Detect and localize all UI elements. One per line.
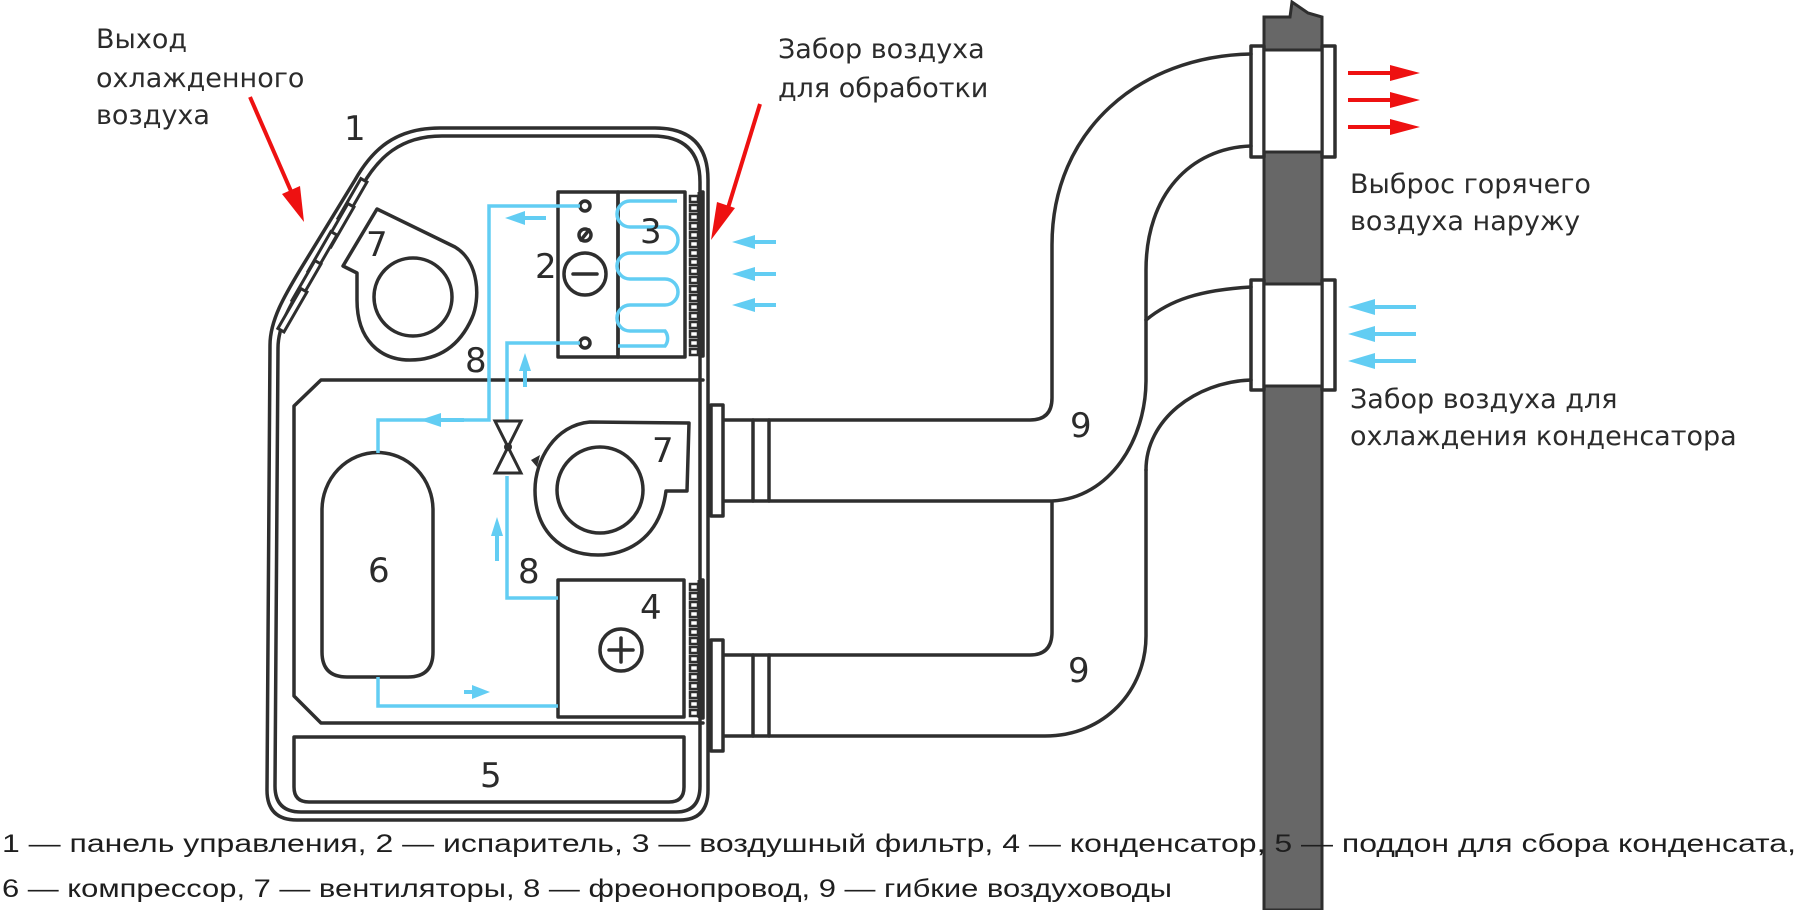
fan-upper [341,207,479,362]
grille-slot [688,329,700,339]
fan-number-upper: 7 [366,225,388,265]
grille-slot [688,627,700,637]
svg-text:воздуха наружу: воздуха наружу [1350,206,1580,237]
svg-text:Забор воздуха для: Забор воздуха для [1350,384,1617,415]
wall-opening-upper [1249,44,1337,159]
grille-slot [688,618,700,628]
grille-slot [688,203,700,213]
grille-slot [688,275,700,285]
grille-slot [688,338,700,348]
svg-text:Выход: Выход [96,24,187,55]
grille-slot [688,347,700,357]
svg-text:для обработки: для обработки [778,73,988,104]
grille-slot [688,699,700,709]
grille-slot [688,609,700,619]
legend-line-2: 6 — компрессор, 7 — вентиляторы, 8 — фре… [2,875,1172,903]
outer-wall [1262,0,1324,910]
duct-number-upper: 9 [1070,406,1092,446]
svg-text:Забор воздуха: Забор воздуха [778,34,985,65]
flow-arrow-evap-out [505,211,546,225]
grille-slot [688,194,700,204]
svg-text:Выброс горячего: Выброс горячего [1350,169,1591,200]
callout-hot-air-out: Выброс горячего воздуха наружу [1350,169,1591,237]
grille-slot [688,690,700,700]
grille-slot [688,257,700,267]
evaporator [556,190,620,359]
minus-sign-icon [562,251,608,297]
condenser [556,578,686,719]
grille-slot [688,636,700,646]
freon-line-number-upper: 8 [465,341,487,381]
filter-number: 3 [640,212,662,252]
svg-text:охлажденного: охлажденного [96,63,304,94]
condenser-number: 4 [640,588,662,628]
intake-grille-lower [688,578,705,720]
svg-text:воздуха: воздуха [96,100,210,131]
compressor-chamber [292,378,705,725]
grille-slot [688,266,700,276]
duct-collar-lower [709,638,771,753]
evaporator-number: 2 [535,247,557,287]
air-filter [615,190,687,359]
flow-arrow-to-condenser [464,685,490,699]
legend-line-1: 1 — панель управления, 2 — испаритель, 3… [2,830,1796,858]
wall-body [1262,0,1324,910]
flow-arrow-to-compressor [420,413,464,427]
grille-slot [688,591,700,601]
expansion-valve-icon [492,419,524,475]
grille-slot [688,320,700,330]
fan-number-lower: 7 [652,431,674,471]
arrows-hot-air-out [1348,65,1420,135]
grille-slot [688,221,700,231]
grille-slot [688,248,700,258]
callout-cooled-air-out: Выход охлажденного воздуха [96,24,304,131]
flow-arrow-to-evap [519,353,531,387]
arrows-intake-condenser [1348,299,1416,369]
fan-lower [531,420,691,557]
grille-slot [688,681,700,691]
grille-slot [688,293,700,303]
callout-air-intake-condenser: Забор воздуха для охлаждения конденсатор… [1350,384,1737,452]
callout-air-intake-processing: Забор воздуха для обработки [778,34,988,104]
freon-line-number-lower: 8 [518,552,540,592]
grille-slot [688,230,700,240]
grille-slot [688,654,700,664]
plus-sign-icon [598,627,644,673]
arrow-air-intake-processing [711,103,762,240]
grille-slot [688,302,700,312]
pan-number: 5 [480,756,502,796]
duct-upper [720,52,1253,503]
wall-opening-lower [1249,278,1337,392]
grille-slot [688,708,700,718]
flow-arrow-to-valve [491,517,503,561]
grille-slot [688,672,700,682]
intake-grille-upper [688,190,705,358]
arrow-cooled-air-out [248,96,304,222]
arrows-intake-processing [732,235,776,312]
grille-slot [688,239,700,249]
condensate-pan [292,735,686,804]
compressor [320,450,435,679]
panel-number: 1 [344,109,366,149]
grille-slot [688,582,700,592]
grille-slot [688,600,700,610]
svg-text:охлаждения конденсатора: охлаждения конденсатора [1350,421,1737,452]
duct-collar-upper [709,403,771,518]
grille-slot [688,212,700,222]
grille-slot [688,645,700,655]
freon-lines [376,204,580,708]
control-panel-grille [275,176,370,334]
duct-number-lower: 9 [1068,651,1090,691]
grille-slot [688,311,700,321]
duct-lower [720,285,1253,738]
legend: 1 — панель управления, 2 — испаритель, 3… [2,830,1796,903]
compressor-number: 6 [368,551,390,591]
grille-slot [688,663,700,673]
grille-slot [688,284,700,294]
